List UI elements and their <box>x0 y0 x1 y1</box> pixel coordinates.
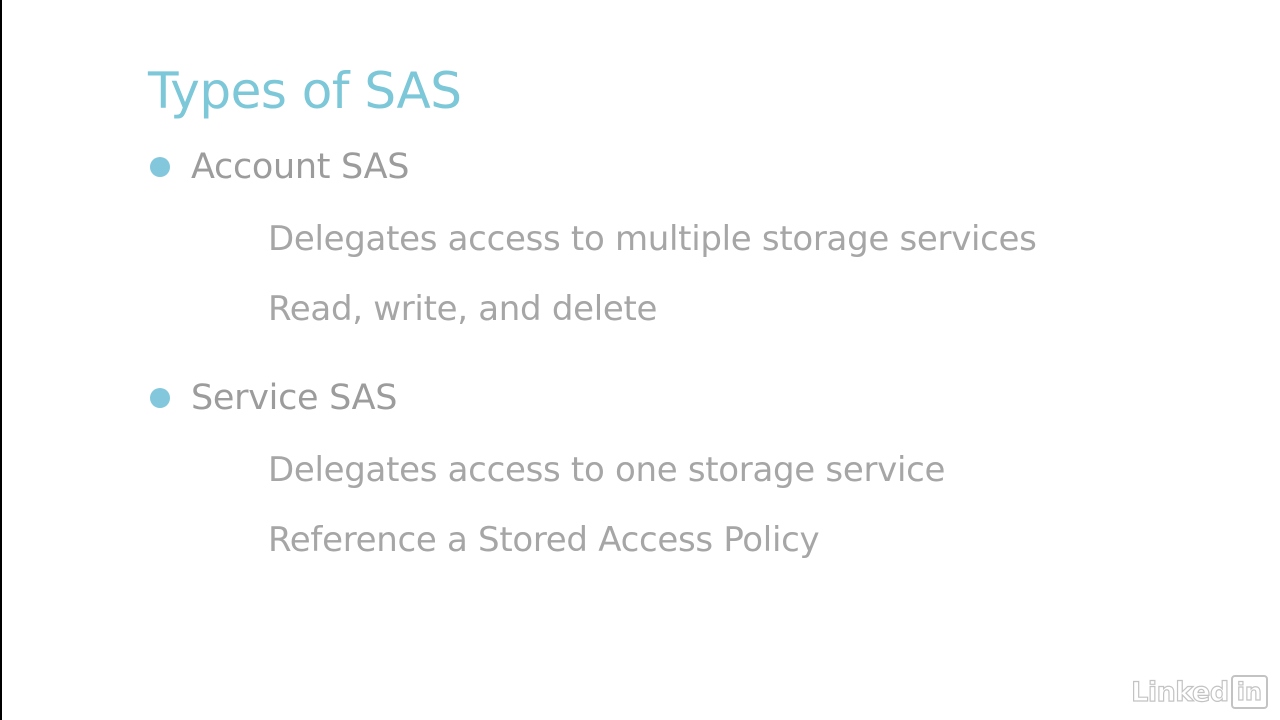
sub-point: Delegates access to one storage service <box>268 450 946 490</box>
linkedin-logo-icon: Linked in <box>1131 675 1268 709</box>
logo-text: Linked <box>1131 676 1230 708</box>
sub-point: Read, write, and delete <box>268 289 658 329</box>
bullet-service-sas: Service SAS <box>150 378 398 418</box>
bullet-heading: Service SAS <box>191 378 398 418</box>
sub-point: Delegates access to multiple storage ser… <box>268 219 1037 259</box>
bullet-account-sas: Account SAS <box>150 147 409 187</box>
bullet-dot-icon <box>150 388 170 408</box>
bullet-heading: Account SAS <box>191 147 410 187</box>
bullet-dot-icon <box>150 157 170 177</box>
slide-title: Types of SAS <box>148 62 462 120</box>
sub-point: Reference a Stored Access Policy <box>268 520 820 560</box>
logo-box: in <box>1230 675 1268 709</box>
